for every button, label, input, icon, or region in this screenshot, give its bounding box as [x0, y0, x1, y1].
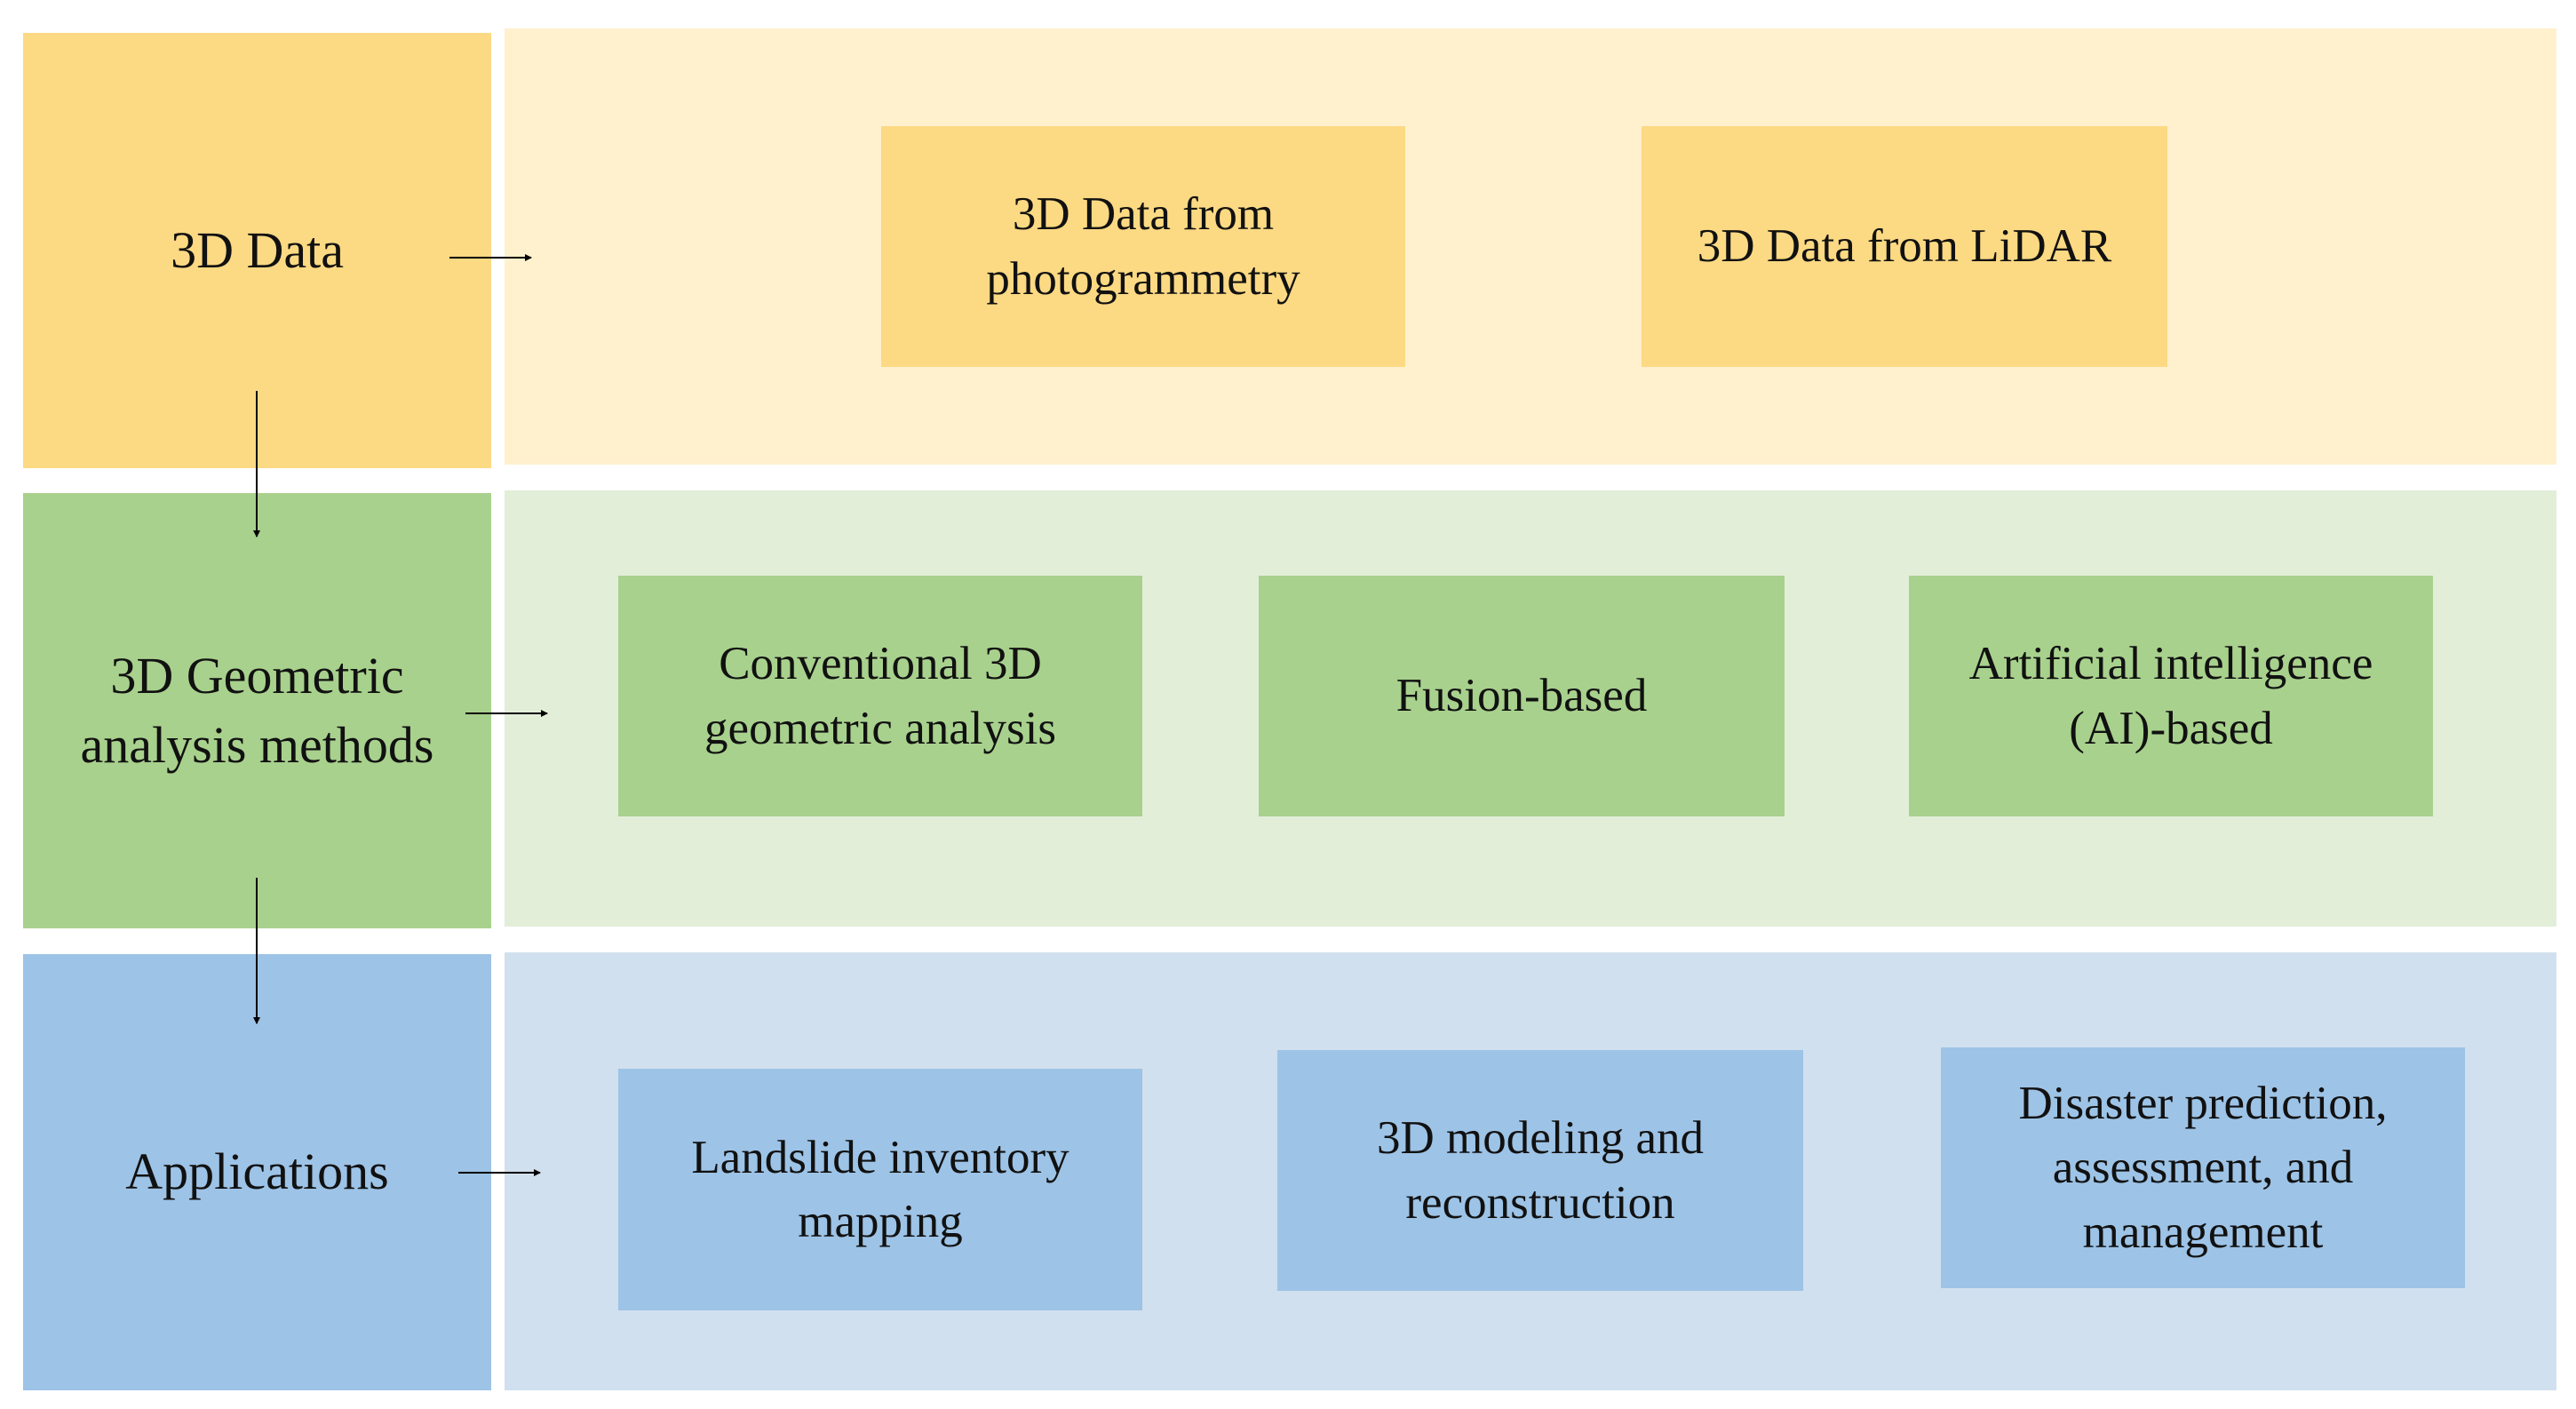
ai-label: Artificial intelligence (AI)-based — [1968, 638, 2373, 754]
disaster-label: Disaster prediction, assessment, and man… — [2018, 1078, 2388, 1258]
ai-box: Artificial intelligence (AI)-based — [1909, 576, 2433, 816]
modeling-label: 3D modeling and reconstruction — [1377, 1112, 1704, 1229]
row-data-label: 3D Data — [171, 220, 344, 279]
row-methods-label: 3D Geometric analysis methods — [80, 646, 434, 774]
row-data-label-box: 3D Data — [23, 33, 491, 468]
disaster-box: Disaster prediction, assessment, and man… — [1941, 1047, 2465, 1288]
fusion-box: Fusion-based — [1259, 576, 1785, 816]
conventional-box: Conventional 3D geometric analysis — [618, 576, 1142, 816]
landslide-box: Landslide inventory mapping — [618, 1069, 1142, 1310]
row-applications-label-box: Applications — [23, 954, 491, 1390]
photogrammetry-box: 3D Data from photogrammetry — [881, 126, 1405, 367]
fusion-label: Fusion-based — [1395, 670, 1648, 722]
lidar-box: 3D Data from LiDAR — [1642, 126, 2167, 367]
conventional-label: Conventional 3D geometric analysis — [704, 638, 1056, 754]
row-applications-label: Applications — [125, 1142, 389, 1201]
lidar-label: 3D Data from LiDAR — [1697, 220, 2112, 273]
photogrammetry-label: 3D Data from photogrammetry — [986, 188, 1300, 305]
modeling-box: 3D modeling and reconstruction — [1277, 1050, 1803, 1291]
row-data-band — [505, 28, 2556, 465]
landslide-label: Landslide inventory mapping — [691, 1131, 1069, 1247]
row-methods-label-box: 3D Geometric analysis methods — [23, 493, 491, 928]
